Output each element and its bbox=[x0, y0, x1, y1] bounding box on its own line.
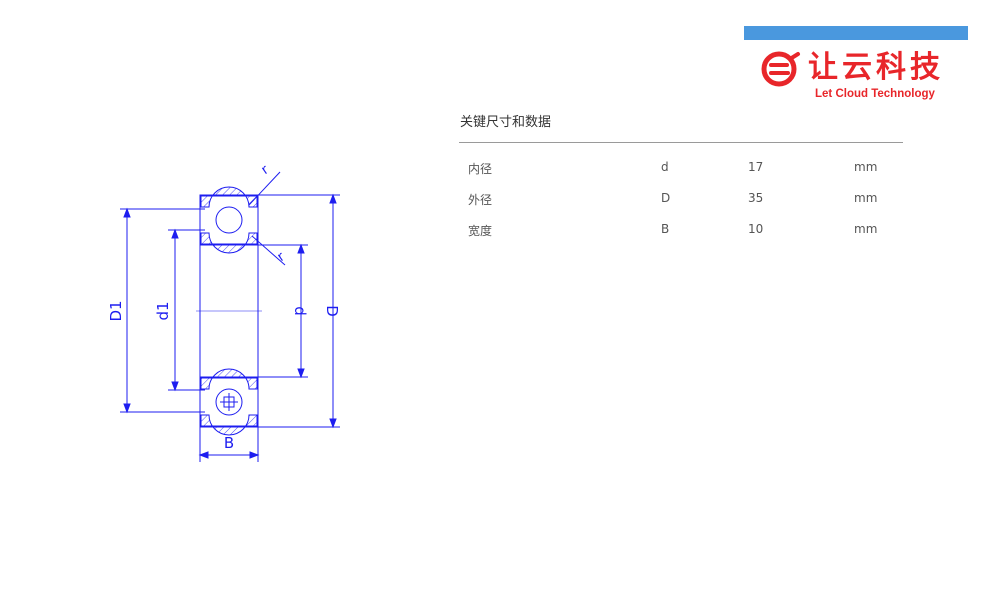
dimension-D bbox=[258, 193, 340, 429]
label-d1: d1 bbox=[154, 301, 172, 320]
label-r-side: r bbox=[275, 249, 289, 265]
spec-table: 内径 d 17 mm 外径 D 35 mm 宽度 B 10 mm bbox=[460, 154, 900, 247]
section-title: 关键尺寸和数据 bbox=[460, 115, 552, 130]
logo-chinese-name: 让云科技 bbox=[808, 50, 944, 85]
bearing-top-section bbox=[199, 186, 259, 254]
label-r-top: r bbox=[259, 162, 273, 178]
spec-name: 宽度 bbox=[468, 224, 493, 238]
bearing-bottom-section bbox=[199, 368, 259, 436]
spec-name: 外径 bbox=[468, 193, 493, 207]
label-D1: D1 bbox=[107, 300, 125, 321]
bottom-ball bbox=[215, 388, 243, 416]
dimension-d1 bbox=[168, 228, 205, 392]
logo-english-name: Let Cloud Technology bbox=[815, 88, 935, 100]
logo-mark-icon bbox=[761, 51, 800, 87]
section-divider bbox=[459, 142, 903, 143]
dimension-D1 bbox=[120, 207, 205, 414]
dimension-d bbox=[258, 243, 308, 379]
label-B: B bbox=[224, 434, 234, 452]
spec-row-outer-diameter: 外径 D 35 mm bbox=[460, 185, 900, 216]
bearing-cross-section-drawing: D1 d1 d D B r r bbox=[107, 162, 341, 462]
spec-unit: mm bbox=[854, 191, 878, 205]
spec-name: 内径 bbox=[468, 162, 493, 176]
spec-value: 10 bbox=[748, 222, 764, 236]
spec-row-inner-diameter: 内径 d 17 mm bbox=[460, 154, 900, 185]
spec-symbol: d bbox=[661, 160, 669, 174]
spec-symbol: B bbox=[661, 222, 670, 236]
label-D: D bbox=[323, 305, 341, 317]
spec-value: 35 bbox=[748, 191, 764, 205]
dimension-B bbox=[198, 427, 260, 462]
radius-callouts bbox=[248, 171, 286, 266]
company-logo: 让云科技 Let Cloud Technology bbox=[760, 48, 970, 108]
spec-row-width: 宽度 B 10 mm bbox=[460, 216, 900, 247]
brand-color-bar bbox=[744, 26, 968, 40]
spec-unit: mm bbox=[854, 160, 878, 174]
top-ball bbox=[215, 206, 243, 234]
spec-unit: mm bbox=[854, 222, 878, 236]
spec-value: 17 bbox=[748, 160, 764, 174]
spec-symbol: D bbox=[661, 191, 671, 205]
label-d: d bbox=[291, 306, 309, 316]
